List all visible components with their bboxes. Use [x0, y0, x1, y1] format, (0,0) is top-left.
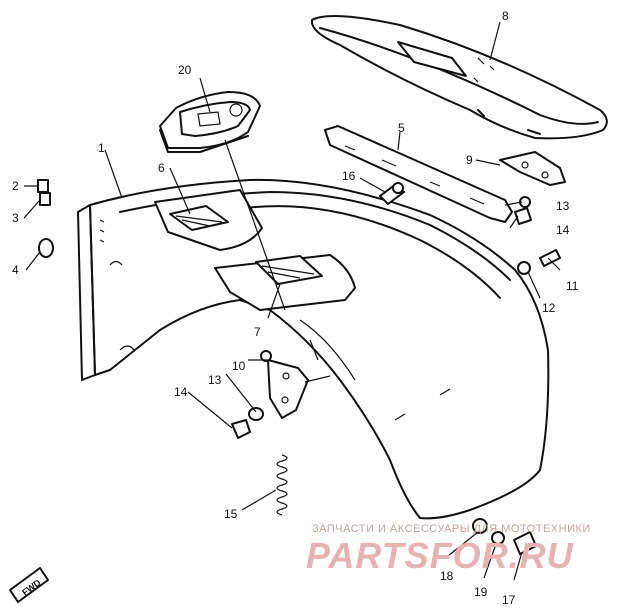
part-11-screw	[539, 249, 561, 267]
callout-10: 10	[232, 359, 246, 373]
callout-9: 9	[466, 153, 473, 167]
part-14-nut	[231, 419, 251, 439]
callout-13-left: 13	[208, 373, 222, 387]
watermark-caption: ЗАПЧАСТИ И АКСЕССУАРЫ ДЛЯ МОТОТЕХНИКИ	[312, 523, 591, 535]
callout-3: 3	[12, 211, 19, 225]
part-10-bracket	[260, 350, 309, 419]
watermark: ЗАПЧАСТИ И АКСЕССУАРЫ ДЛЯ МОТОТЕХНИКИ PA…	[306, 523, 591, 576]
callout-11: 11	[566, 279, 579, 293]
part-14-nut-right	[514, 207, 532, 225]
part-6-reflector	[169, 205, 229, 231]
callout-17: 17	[502, 593, 516, 607]
leader-lines	[23, 21, 561, 581]
part-19-washer	[491, 531, 505, 545]
callout-6: 6	[158, 161, 165, 175]
callout-19: 19	[474, 585, 488, 599]
callout-20: 20	[178, 63, 192, 77]
callout-18: 18	[440, 569, 454, 583]
part-8-spoiler	[310, 15, 608, 140]
callout-13-right: 13	[556, 199, 570, 213]
parts-2-3-clip	[37, 179, 51, 206]
part-13-washer	[248, 407, 264, 421]
part-4-grommet	[38, 238, 54, 258]
part-17-bolt	[513, 531, 537, 555]
callout-16: 16	[342, 169, 356, 183]
callout-labels: 1 2 3 4 5 6 7 8 9 10 11 12 13 13 14 14 1…	[12, 9, 579, 607]
part-20-cover	[159, 91, 261, 153]
part-9-stay	[499, 151, 566, 186]
callout-14-left: 14	[174, 385, 188, 399]
part-5-bracket-bar	[324, 125, 513, 223]
part-18-washer	[472, 518, 488, 534]
callout-1: 1	[98, 141, 105, 155]
callout-2: 2	[12, 179, 19, 193]
watermark-brand: PARTSFOR.RU	[306, 535, 574, 576]
part-15-spring	[276, 454, 288, 516]
callout-14-right: 14	[556, 223, 570, 237]
part-16-bolt	[379, 182, 405, 205]
callout-5: 5	[398, 121, 405, 135]
callout-12: 12	[542, 301, 556, 315]
callout-15: 15	[224, 507, 238, 521]
part-12-washer	[517, 261, 531, 275]
fwd-direction-badge: FWD	[9, 567, 49, 603]
callout-8: 8	[502, 9, 509, 23]
part-7-reflector	[255, 255, 323, 285]
callout-7: 7	[254, 325, 261, 339]
callout-4: 4	[12, 263, 19, 277]
